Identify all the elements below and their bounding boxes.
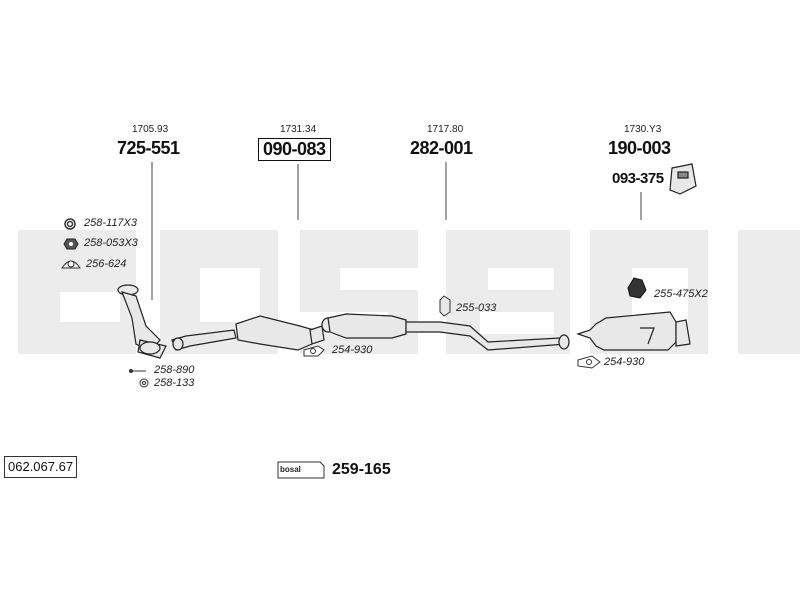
catalog-number: 062.067.67 <box>4 456 78 478</box>
part-number-4[interactable]: 190-003 <box>608 138 671 158</box>
kit-number[interactable]: 259-165 <box>332 461 391 478</box>
part-ref-3: 1717.80 <box>427 124 464 135</box>
center-pipe-shape <box>321 313 570 351</box>
accessory-label-9[interactable]: 254-930 <box>604 356 645 368</box>
part-ref-2: 1731.34 <box>280 124 317 135</box>
accessory-label-1[interactable]: 258-117X3 <box>84 217 138 229</box>
clamp-icon <box>439 295 451 317</box>
flange-gasket-icon-2 <box>577 355 601 369</box>
bolt-icon <box>129 369 146 373</box>
gasket-icon <box>61 260 81 269</box>
accessory-label-2[interactable]: 258-053X3 <box>84 237 138 249</box>
accessory-label-3[interactable]: 256-624 <box>86 258 127 270</box>
mounting-rubber-icon <box>627 277 647 299</box>
ring-icon <box>64 218 76 230</box>
washer-icon <box>139 378 149 388</box>
accessory-label-7[interactable]: 255-033 <box>456 302 497 314</box>
part-number-2[interactable]: 090-083 <box>258 138 331 161</box>
part-ref-4: 1730.Y3 <box>624 124 662 135</box>
accessory-label-5[interactable]: 258-133 <box>154 377 195 389</box>
part-number-3[interactable]: 282-001 <box>410 138 473 158</box>
catalyst-pipe-shape <box>171 315 325 351</box>
kit-box-icon <box>277 461 325 479</box>
accessory-label-6[interactable]: 254-930 <box>332 344 373 356</box>
part-number-1[interactable]: 725-551 <box>117 138 180 158</box>
part-number-5[interactable]: 093-375 <box>612 170 664 187</box>
front-pipe-shape <box>117 284 167 359</box>
accessory-label-8[interactable]: 255-475X2 <box>654 288 708 300</box>
flange-gasket-icon-1 <box>303 345 325 357</box>
nut-icon <box>63 238 79 250</box>
rear-silencer-shape <box>576 311 691 351</box>
kit-brand-label: bosal <box>280 465 301 474</box>
part-ref-1: 1705.93 <box>132 124 169 135</box>
accessory-label-4[interactable]: 258-890 <box>154 364 195 376</box>
bracket-shape <box>669 163 697 195</box>
